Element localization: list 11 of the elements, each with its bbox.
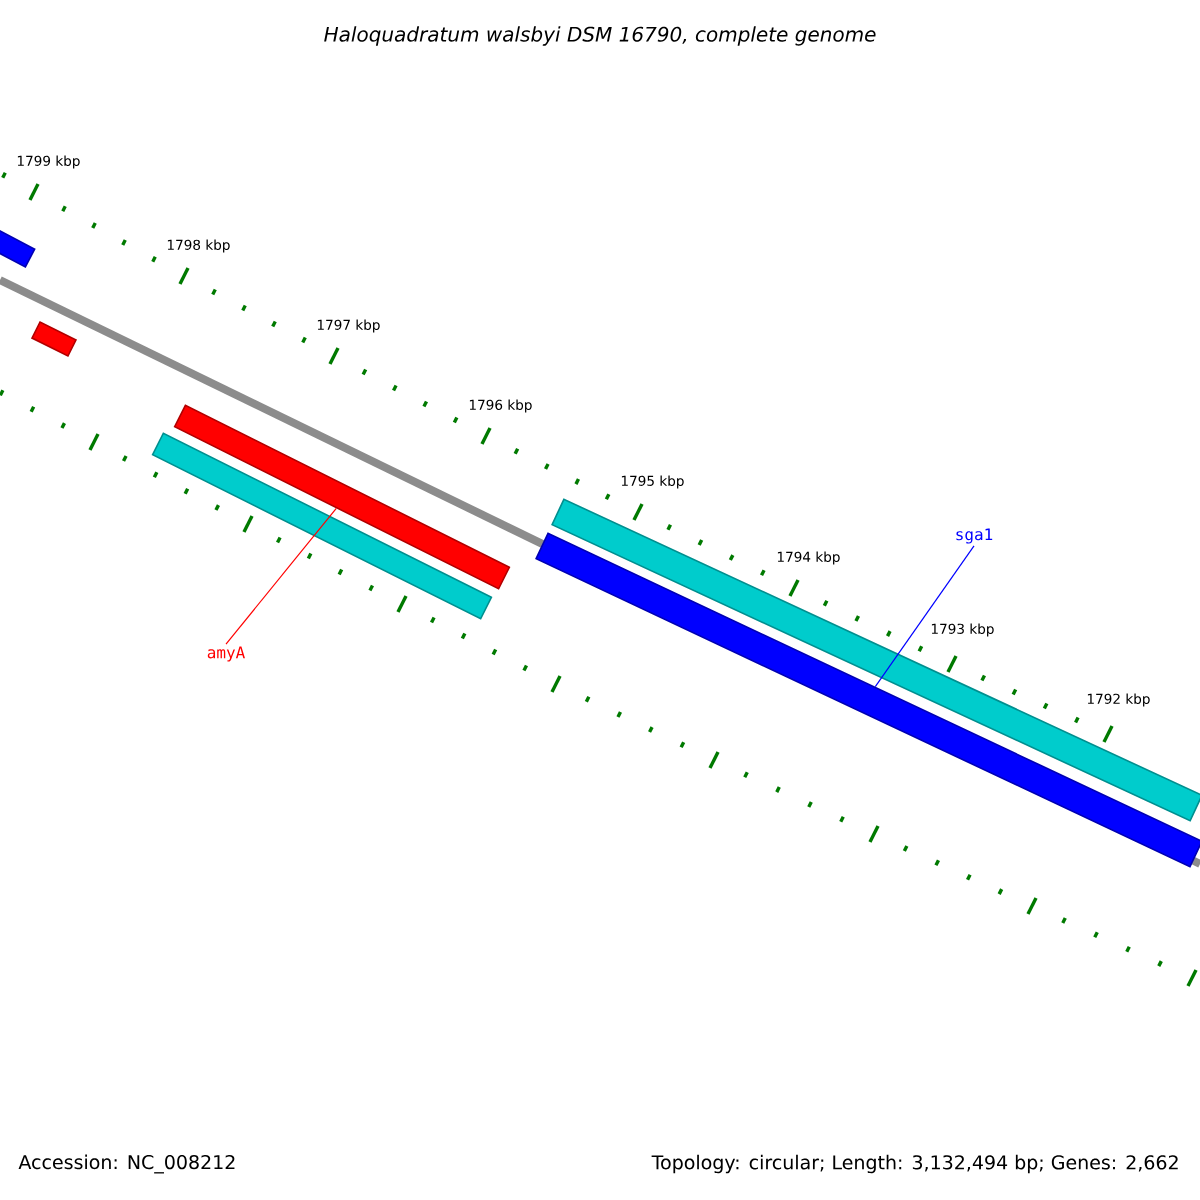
- leader-line: [225, 507, 337, 645]
- leader-line: [874, 545, 975, 688]
- accession-text: Accession: NC_008212: [18, 1154, 235, 1174]
- gene-bar: [151, 432, 493, 620]
- title: Haloquadratum walsbyi DSM 16790, complete genome: [324, 26, 876, 46]
- gene-label: amyA: [207, 646, 245, 662]
- gene-label: sga1: [956, 528, 993, 544]
- gene-bar: [535, 532, 1200, 868]
- gene-bar: [0, 228, 36, 268]
- gene-bar: [551, 498, 1200, 822]
- genome-info-text: Topology: circular; Length: 3,132,494 bp; Genes: 2,662: [651, 1154, 1178, 1174]
